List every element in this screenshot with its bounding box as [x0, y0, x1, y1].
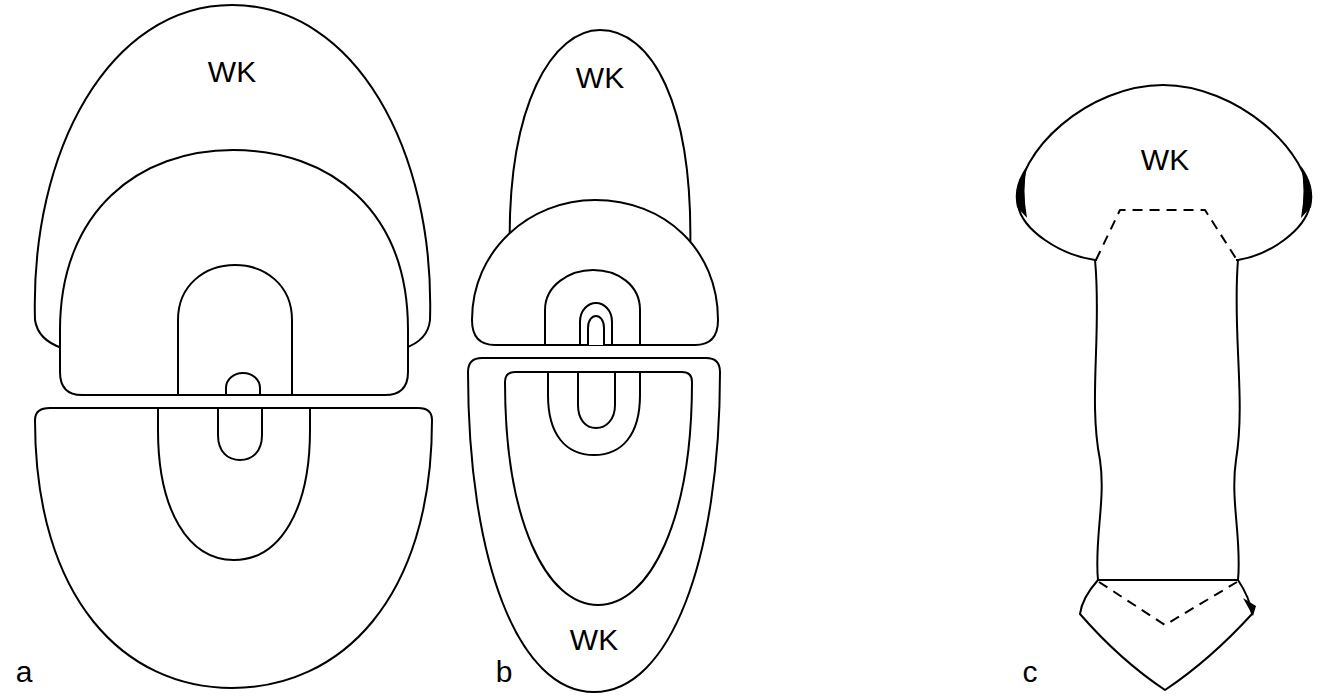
- region-label: WK: [576, 63, 624, 93]
- region-label: WK: [1141, 145, 1189, 175]
- dashed-boundary: [1099, 582, 1237, 625]
- shell-outline: [548, 372, 640, 455]
- shell-outline: [580, 303, 612, 345]
- panel-letter: a: [16, 657, 33, 687]
- foot-outline: [1080, 580, 1252, 690]
- region-label: WK: [208, 57, 256, 87]
- shell-outline: [505, 372, 692, 605]
- shell-outline: [218, 408, 262, 460]
- dark-edge: [1301, 166, 1312, 218]
- shell-outline: [226, 373, 260, 395]
- panel-letter: b: [496, 657, 513, 687]
- shell-outline: [472, 200, 718, 345]
- stem-outline: [1095, 260, 1102, 580]
- region-label: WK: [570, 625, 618, 655]
- cap-outline: [1018, 85, 1310, 260]
- cap-outline: [1097, 257, 1236, 262]
- shell-outline: [468, 358, 720, 692]
- shell-outline: [588, 316, 604, 345]
- dark-edge: [1243, 598, 1256, 616]
- shell-outline: [545, 270, 640, 345]
- shell-outline: [158, 408, 310, 560]
- shell-outline: [178, 265, 292, 395]
- dark-edge: [1016, 166, 1027, 218]
- shell-outline: [578, 372, 615, 428]
- panel-letter: c: [1023, 657, 1038, 687]
- dashed-boundary: [1096, 210, 1237, 260]
- stem-outline: [1234, 260, 1239, 580]
- shell-outline: [35, 408, 432, 688]
- shell-outline: [60, 150, 408, 395]
